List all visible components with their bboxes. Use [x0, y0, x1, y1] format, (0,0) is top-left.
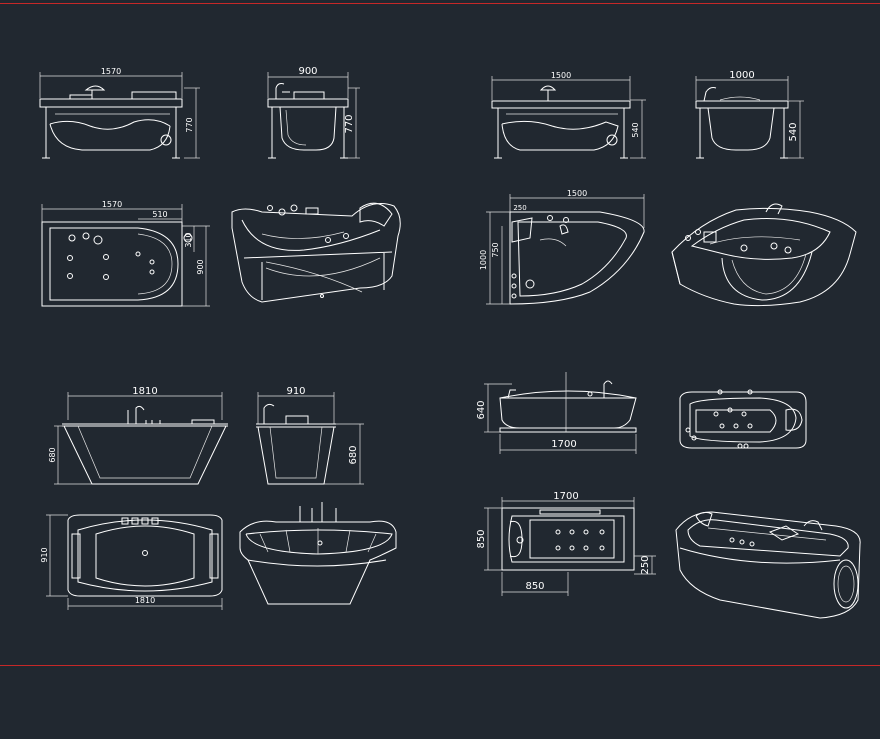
- tub-b-plan-view: 1500 250 1000 750: [479, 189, 645, 305]
- dim-a-side-height: 770: [344, 114, 355, 133]
- dim-d-plan-850: 850: [525, 581, 544, 592]
- tub-a-front-elevation: 1570 770: [39, 67, 200, 159]
- dim-b-side-width: 1000: [729, 70, 754, 81]
- dim-a-plan-h1: 310: [184, 232, 193, 247]
- dim-b-plan-width: 1500: [567, 189, 587, 198]
- dim-b-side-height: 540: [788, 122, 799, 141]
- tub-a-plan-view: 1570 510 310 900: [41, 200, 210, 307]
- tub-c-plan-view: 910 1810: [40, 514, 223, 610]
- tub-c-front-elevation: 1810 680: [48, 386, 228, 485]
- tub-b-perspective: [671, 203, 857, 307]
- tub-c-perspective: [239, 502, 397, 605]
- dim-b-plan-h1: 1000: [479, 250, 488, 270]
- dim-d-front-width: 1700: [551, 439, 576, 450]
- tub-d-top-view: [679, 389, 807, 449]
- dim-b-plan-250: 250: [513, 204, 526, 212]
- dim-c-plan-width: 1810: [135, 596, 155, 605]
- dim-d-front-height: 640: [476, 400, 487, 419]
- tub-b-side-elevation: 1000 540: [695, 70, 804, 159]
- tub-d-front-elevation: 640 1700: [476, 372, 637, 454]
- dim-d-plan-height: 850: [476, 529, 487, 548]
- dim-d-plan-250: 250: [640, 555, 651, 574]
- dim-a-top-width: 1570: [101, 67, 121, 76]
- dim-a-plan-width: 1570: [102, 200, 122, 209]
- dim-c-front-height: 680: [48, 447, 57, 462]
- tub-d-plan-view: 1700 850 250 850: [476, 491, 656, 596]
- dim-c-side-height: 680: [348, 445, 359, 464]
- tub-b-front-elevation: 1500 540: [491, 71, 646, 159]
- tub-d-perspective: [675, 511, 861, 619]
- dim-a-plan-h2: 900: [196, 259, 205, 274]
- tub-c-side-elevation: 910 680: [256, 386, 364, 485]
- dim-c-plan-height: 910: [40, 547, 49, 562]
- dim-d-plan-width: 1700: [553, 491, 578, 502]
- dim-c-front-width: 1810: [132, 386, 157, 397]
- dim-b-plan-h2: 750: [491, 242, 500, 257]
- dim-a-side-width: 900: [298, 66, 317, 77]
- dim-c-side-width: 910: [286, 386, 305, 397]
- dim-b-top-height: 540: [631, 122, 640, 137]
- dim-a-top-height: 770: [185, 117, 194, 132]
- tub-a-side-elevation: 900 770: [267, 66, 360, 159]
- dim-b-top-width: 1500: [551, 71, 571, 80]
- dim-a-plan-inner: 510: [152, 210, 167, 219]
- tub-a-perspective: [231, 202, 401, 303]
